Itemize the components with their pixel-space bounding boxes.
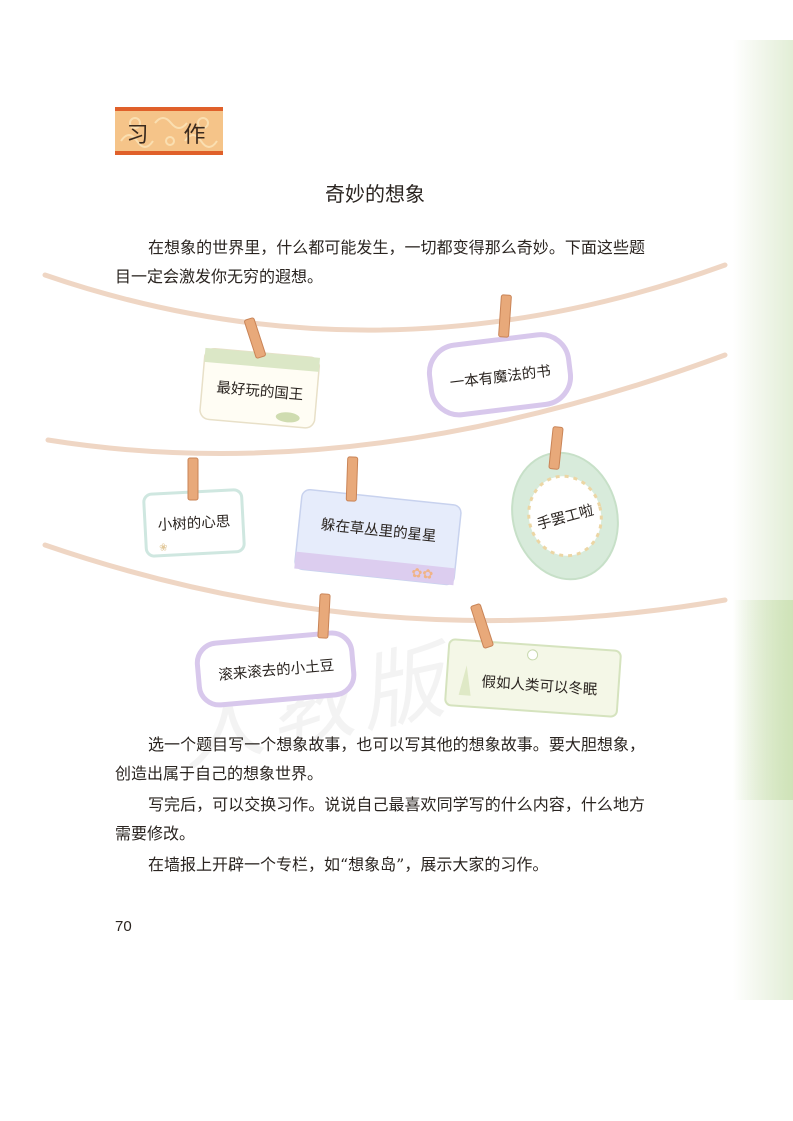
page-edge-decoration [733,40,793,1000]
topic-card-6: 滚来滚去的小土豆 [194,630,357,708]
clothesline-2 [45,352,728,456]
section-banner: 习 作 [115,107,223,155]
clip-5 [548,426,564,470]
instruction-paragraph-3: 在墙报上开辟一个专栏，如“想象岛”，展示大家的习作。 [148,855,549,874]
clip-1 [244,317,266,359]
clip-4 [345,456,359,502]
topic-card-1: 最好玩的国王 [199,347,321,429]
instruction-paragraph-1: 选一个题目写一个想象故事，也可以写其他的想象故事。要大胆想象，创造出属于自己的想… [115,735,645,783]
svg-text:❀: ❀ [159,542,168,553]
intro-paragraph: 在想象的世界里，什么都可能发生，一切都变得那么奇妙。下面这些题目一定会激发你无穷… [115,238,645,286]
clip-3 [187,457,199,501]
topic-3-label: 小树的心思 [157,513,230,534]
instruction-paragraph-2: 写完后，可以交换习作。说说自己最喜欢同学写的什么内容，什么地方需要修改。 [115,795,645,843]
topic-card-5: 手罢工啦 [511,451,619,581]
topic-card-4: 躲在草丛里的星星 ✿✿ [294,489,462,586]
clothesline-3 [42,542,728,624]
clip-7 [470,603,494,649]
clotheslines [42,262,728,624]
topic-card-7: 假如人类可以冬眠 [444,638,622,718]
svg-text:✿✿: ✿✿ [411,566,434,583]
topic-card-2: 一本有魔法的书 [426,332,574,418]
clip-2 [498,294,512,338]
clothesline-1 [42,262,728,333]
banner-swirl-pattern [120,117,218,148]
page-number: 70 [115,918,132,935]
topic-card-3: 小树的心思 ❀ [142,488,246,558]
clip-6 [317,593,331,639]
section-label: 习 作 [126,123,220,148]
page-title: 奇妙的想象 [325,182,425,206]
